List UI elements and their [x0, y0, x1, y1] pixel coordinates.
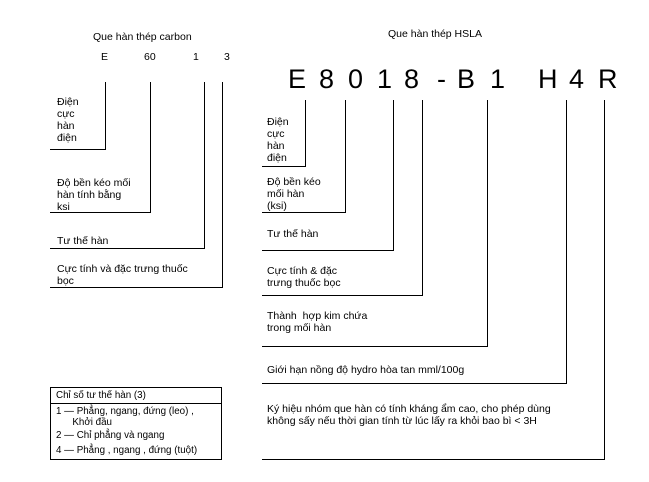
hsla-label-moisture: Ký hiệu nhóm que hàn có tính kháng ẩm ca… — [267, 403, 551, 427]
carbon-label-polarity: Cực tính và đặc trưng thuốc bọc — [57, 263, 188, 287]
hsla-line-hydrogen — [262, 100, 567, 384]
position-index-legend: Chỉ số tư thế hàn (3) 1 — Phẳng, ngang, … — [50, 387, 222, 460]
hsla-code-e: E — [288, 64, 307, 94]
legend-header: Chỉ số tư thế hàn (3) — [51, 388, 221, 404]
hsla-code-8: 8 — [319, 64, 335, 94]
hsla-code-0: 0 — [348, 64, 364, 94]
carbon-line-e — [50, 82, 106, 150]
hsla-label-electrode: Điện cực hàn điện — [267, 116, 289, 164]
hsla-code-dash: - — [437, 64, 446, 94]
carbon-label-position: Tư thế hàn — [57, 235, 109, 247]
carbon-code-1: 1 — [193, 51, 199, 63]
carbon-line-60 — [50, 82, 151, 213]
hsla-line-e — [262, 100, 306, 167]
hsla-label-alloy: Thành hợp kim chứa trong mối hàn — [267, 310, 368, 334]
hsla-label-hydrogen: Giới hạn nồng độ hydro hòa tan mml/100g — [267, 364, 465, 376]
hsla-code-1: 1 — [377, 64, 393, 94]
hsla-code-8b: 8 — [404, 64, 420, 94]
legend-title: Chỉ số tư thế hàn (3) — [56, 390, 146, 401]
hsla-line-position — [262, 100, 394, 251]
hsla-code-r: R — [598, 64, 618, 94]
legend-item-2: 2 — Chỉ phẳng và ngang — [56, 430, 165, 441]
hsla-code-1b: 1 — [490, 64, 506, 94]
hsla-line-tensile — [262, 100, 346, 213]
carbon-code-e: E — [101, 51, 109, 63]
carbon-title: Que hàn thép carbon — [93, 31, 192, 43]
hsla-label-polarity: Cực tính & đặc trưng thuốc bọc — [267, 265, 341, 289]
carbon-label-electrode: Điện cực hàn điện — [57, 96, 79, 144]
hsla-label-position: Tư thế hàn — [267, 228, 319, 240]
carbon-code-60: 60 — [144, 51, 156, 63]
legend-item-4: 4 — Phẳng , ngang , đứng (tuột) — [56, 445, 198, 456]
carbon-code-3: 3 — [224, 51, 230, 63]
hsla-line-polarity — [262, 100, 423, 296]
carbon-line-1 — [50, 82, 205, 249]
hsla-line-moisture — [262, 100, 605, 460]
carbon-line-3 — [50, 82, 223, 288]
legend-item-1-cont: Khởi đầu — [56, 417, 112, 428]
carbon-label-tensile: Độ bền kéo mối hàn tính bằng ksi — [57, 177, 131, 213]
hsla-title: Que hàn thép HSLA — [388, 28, 482, 40]
hsla-line-alloy — [262, 100, 488, 347]
hsla-label-tensile: Độ bền kéo mối hàn (ksi) — [267, 176, 321, 212]
legend-item-1: 1 — Phẳng, ngang, đứng (leo) , — [56, 406, 194, 417]
hsla-code-4: 4 — [569, 64, 585, 94]
hsla-code-b: B — [457, 64, 476, 94]
hsla-code-h: H — [538, 64, 558, 94]
